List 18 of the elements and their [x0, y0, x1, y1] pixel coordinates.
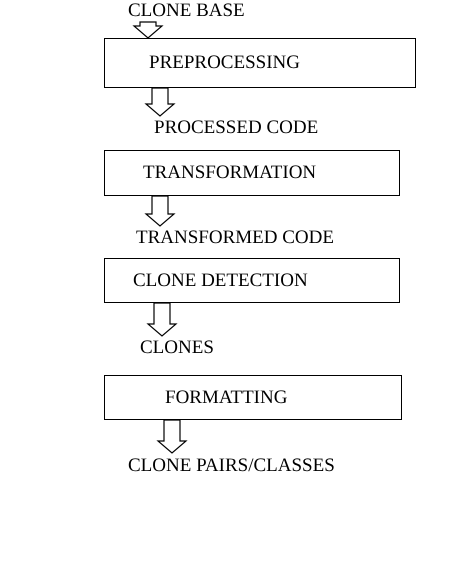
process-label: FORMATTING — [165, 386, 288, 408]
hollow-arrow — [156, 419, 188, 454]
process-box — [104, 38, 416, 88]
process-label: TRANSFORMATION — [143, 162, 316, 184]
data-label: TRANSFORMED CODE — [136, 226, 416, 250]
data-label: PROCESSED CODE — [154, 116, 334, 140]
data-label: CLONES — [140, 336, 234, 360]
process-box — [104, 258, 400, 303]
process-box — [104, 150, 400, 196]
hollow-arrow — [146, 302, 178, 337]
hollow-arrow — [144, 87, 176, 117]
data-label: CLONE BASE — [128, 0, 268, 22]
data-label: CLONE PAIRS/CLASSES — [128, 453, 348, 479]
hollow-arrow — [132, 21, 164, 39]
process-label: CLONE DETECTION — [133, 270, 308, 292]
hollow-arrow — [144, 195, 176, 227]
process-box — [104, 375, 402, 420]
process-label: PREPROCESSING — [149, 52, 300, 74]
